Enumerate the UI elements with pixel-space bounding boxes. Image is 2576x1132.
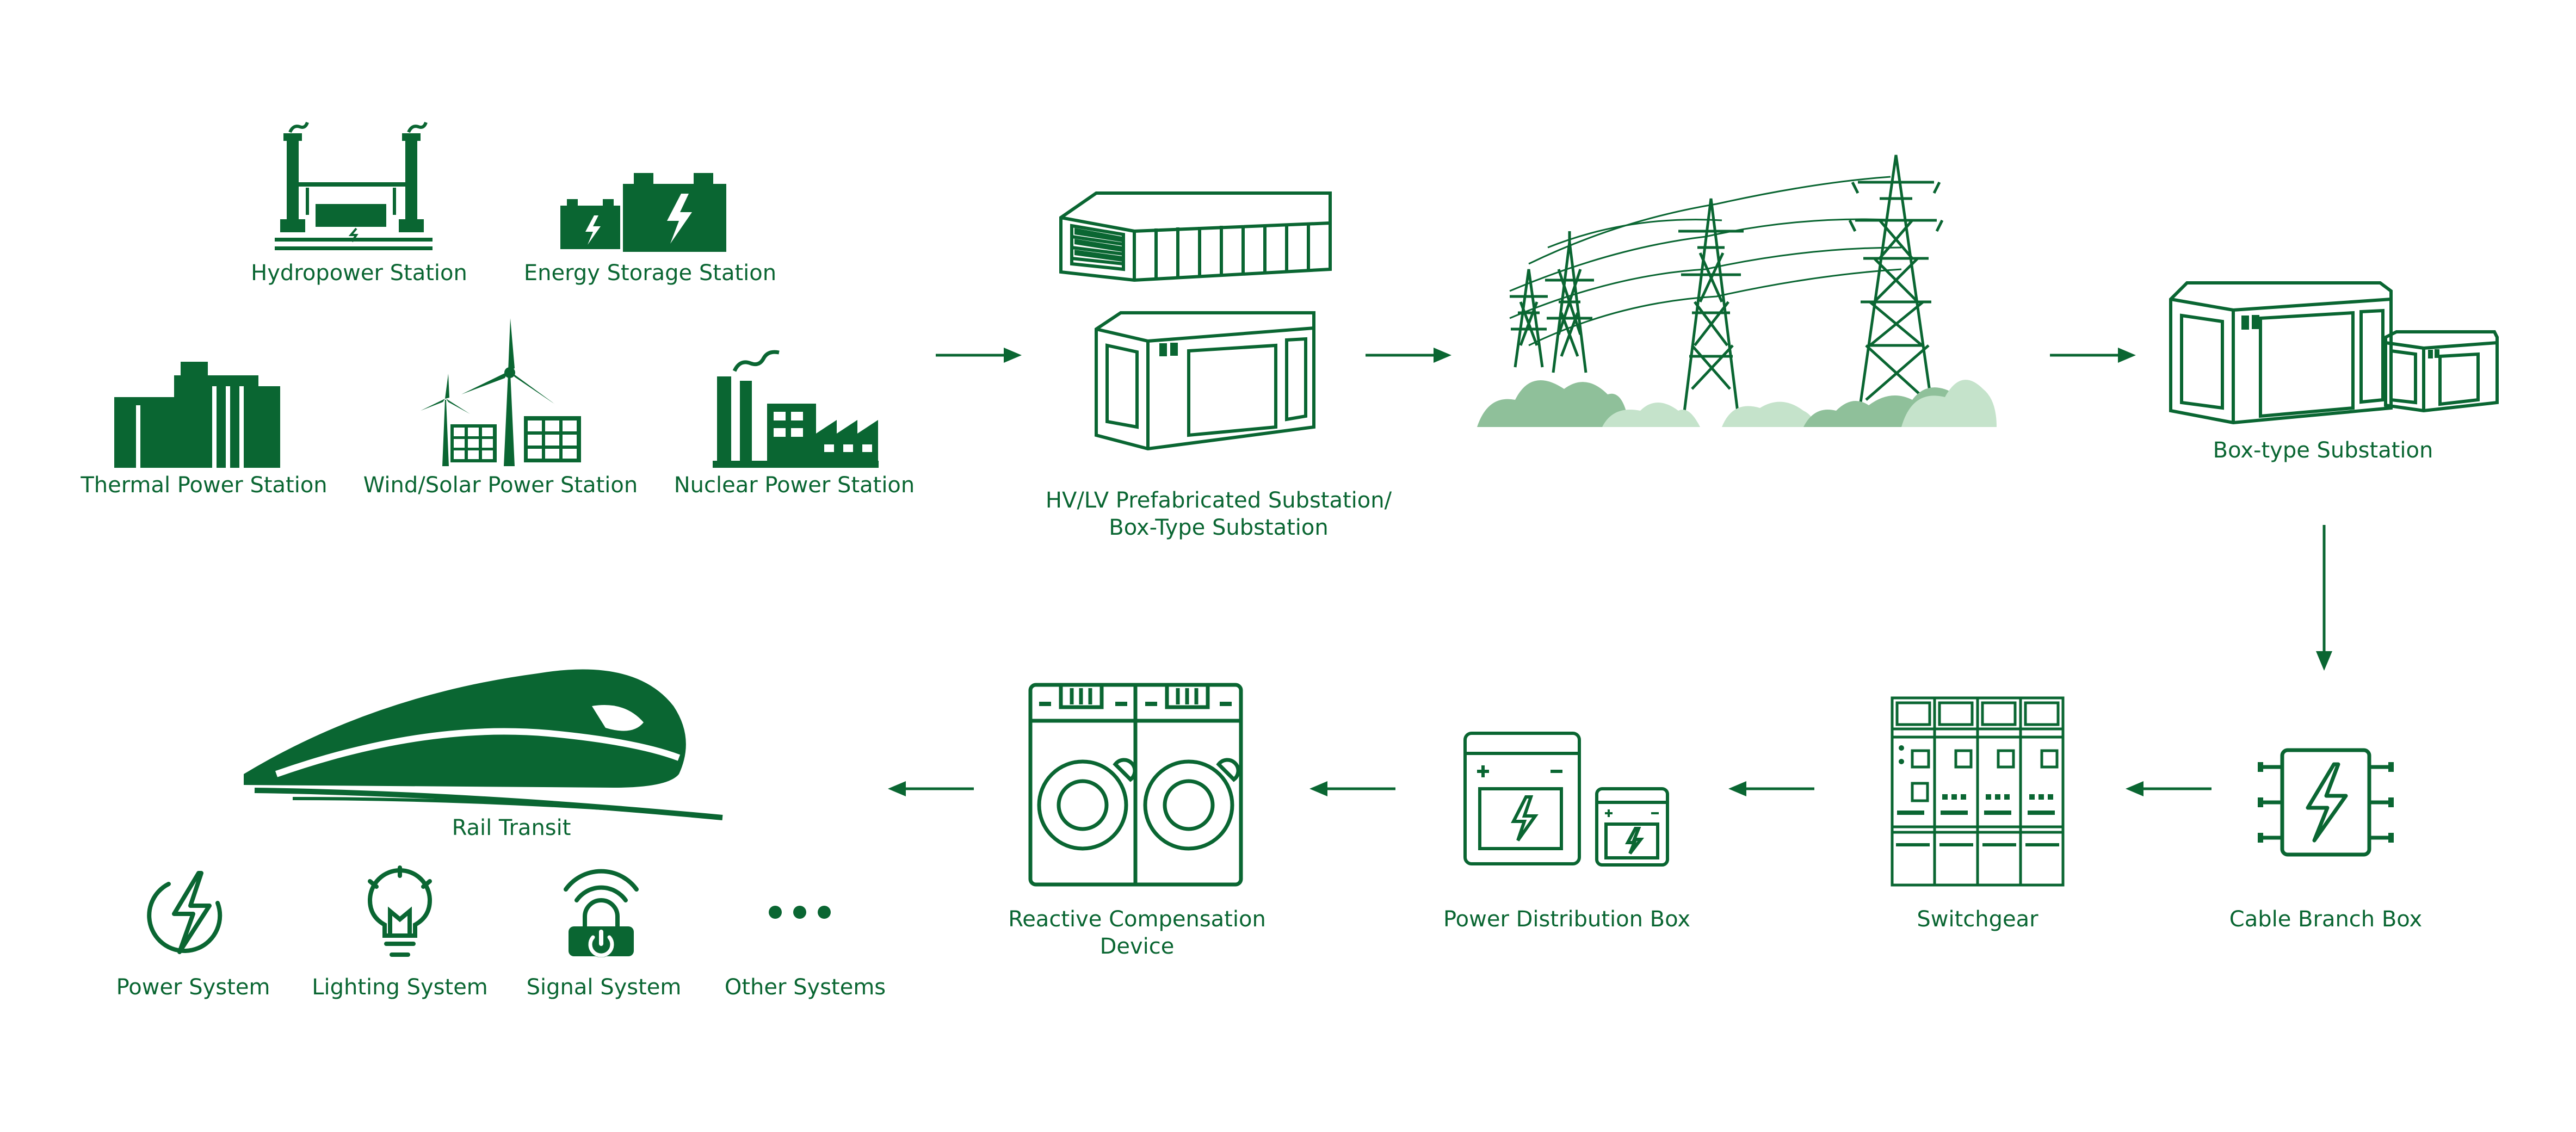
light-bulb-icon bbox=[362, 865, 438, 960]
switchgear-cabinet-icon bbox=[1891, 696, 2065, 887]
reactive-compensation-label-line2: Device bbox=[1099, 934, 1175, 959]
box-substation-icon bbox=[2168, 280, 2500, 424]
factory-icon bbox=[713, 338, 879, 468]
signal-lock-icon bbox=[560, 868, 642, 957]
signal-system-label: Signal System bbox=[526, 975, 682, 1000]
arrow-right-2 bbox=[1366, 344, 1453, 366]
wind-solar-power-station-label: Wind/Solar Power Station bbox=[363, 473, 638, 498]
arrow-left-4 bbox=[887, 778, 974, 800]
lightning-bolt-icon bbox=[147, 870, 228, 957]
wind-turbine-solar-icon bbox=[418, 318, 586, 468]
hydropower-station-label: Hydropower Station bbox=[251, 261, 467, 286]
lighting-system-label: Lighting System bbox=[312, 975, 488, 1000]
ellipsis-icon bbox=[767, 904, 832, 920]
arrow-down bbox=[2313, 525, 2335, 672]
battery-icon bbox=[560, 173, 729, 255]
power-distribution-box-label: Power Distribution Box bbox=[1443, 907, 1691, 932]
power-system-label: Power System bbox=[116, 975, 270, 1000]
prefabricated-substation-icon bbox=[1058, 182, 1341, 451]
energy-storage-station-label: Energy Storage Station bbox=[523, 261, 777, 286]
reactive-compensation-icon bbox=[1028, 683, 1243, 887]
thermal-power-station-label: Thermal Power Station bbox=[81, 473, 328, 498]
arrow-left-2 bbox=[1727, 778, 1814, 800]
hydropower-station-icon bbox=[275, 117, 443, 253]
nuclear-power-station-label: Nuclear Power Station bbox=[674, 473, 915, 498]
prefab-substation-label-line2: Box-Type Substation bbox=[1109, 515, 1329, 540]
cable-branch-box-label: Cable Branch Box bbox=[2229, 907, 2423, 932]
arrow-right-1 bbox=[936, 344, 1023, 366]
transmission-tower-icon bbox=[1477, 139, 1999, 427]
prefab-substation-label-line1: HV/LV Prefabricated Substation/ bbox=[1045, 488, 1392, 513]
switchgear-label: Switchgear bbox=[1917, 907, 2038, 932]
rail-transit-label: Rail Transit bbox=[452, 815, 571, 840]
high-speed-train-icon bbox=[244, 663, 733, 820]
reactive-compensation-label-line1: Reactive Compensation bbox=[1008, 907, 1266, 932]
box-type-substation-label: Box-type Substation bbox=[2213, 438, 2433, 463]
thermal-plant-icon bbox=[114, 362, 280, 468]
arrow-right-3 bbox=[2050, 344, 2137, 366]
arrow-left-3 bbox=[1308, 778, 1395, 800]
arrow-left-1 bbox=[2124, 778, 2211, 800]
distribution-box-icon bbox=[1463, 732, 1670, 868]
other-systems-label: Other Systems bbox=[724, 975, 886, 1000]
cable-branch-box-icon bbox=[2258, 748, 2394, 857]
